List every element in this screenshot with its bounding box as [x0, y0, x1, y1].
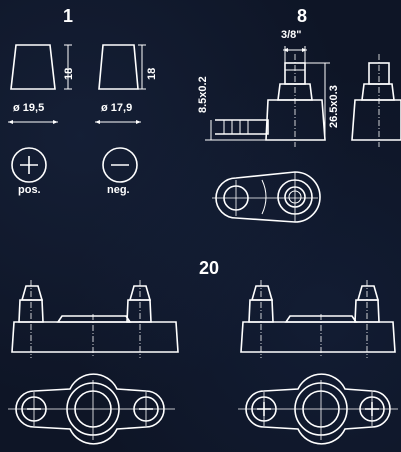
negative-diameter-label: ø 17,9: [101, 102, 133, 114]
positive-terminal-profile: [8, 44, 72, 124]
negative-symbol-icon: [102, 147, 138, 183]
terminal-20-negative-top-view: [8, 373, 175, 445]
positive-symbol-icon: [11, 147, 47, 183]
positive-height-label: 18: [63, 67, 75, 80]
total-height-label: 26.5x0.3: [328, 85, 340, 128]
thread-size-label: 3/8": [281, 29, 302, 41]
positive-label: pos.: [18, 184, 41, 196]
terminal-8-top-view: [212, 171, 321, 223]
positive-diameter-label: ø 19,5: [13, 102, 45, 114]
negative-terminal-profile: [95, 44, 146, 124]
negative-height-label: 18: [146, 67, 158, 80]
terminal-8-side-view: [205, 46, 401, 147]
terminal-20-negative-side-view: [11, 280, 179, 358]
terminal-20-positive-side-view: [240, 280, 396, 358]
terminal-20-number: 20: [199, 258, 220, 278]
terminal-1-number: 1: [63, 6, 74, 26]
base-height-label: 8.5x0.2: [197, 76, 209, 113]
terminal-20-positive-top-view: [238, 373, 398, 445]
negative-label: neg.: [107, 184, 130, 196]
terminal-8-number: 8: [297, 6, 308, 26]
